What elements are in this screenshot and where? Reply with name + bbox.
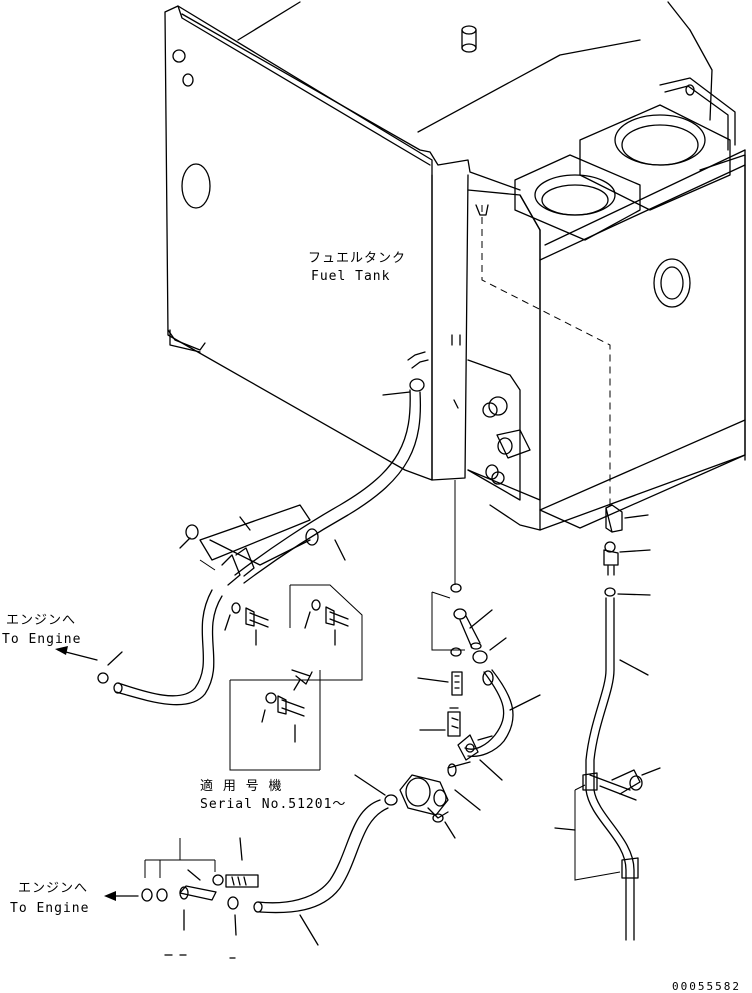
right-return-pipe [554,504,661,941]
to-engine-lower-jp-label: エンジンへ [18,881,88,896]
serial-variant-detail [229,669,321,771]
upper-fuel-hose [115,351,429,706]
serial-jp-label: 適 用 号 機 [200,778,282,794]
internal-pipe-hidden [481,205,611,510]
fuel-tank [164,1,746,531]
tank-features [172,25,736,485]
fuel-tank-jp-label: フュエルタンク [308,251,406,266]
to-engine-lower-en-label: To Engine [10,901,89,916]
fuel-tank-en-label: Fuel Tank [311,269,390,284]
to-engine-upper-jp-label: エンジンへ [6,613,76,628]
to-engine-upper-en-label: To Engine [2,632,81,647]
lower-filter-assembly [253,761,481,946]
center-drain-parts [417,334,541,781]
text-labels: フュエルタンク Fuel Tank エンジンへ To Engine エンジンへ … [2,251,741,993]
drawing-number: 00055582 [672,980,741,993]
lower-left-parts [141,837,259,959]
serial-en-label: Serial No.51201～ [200,797,346,812]
to-engine-arrow-lower [104,891,139,901]
upper-clamp-set [97,504,363,694]
to-engine-arrow-upper [55,646,98,661]
